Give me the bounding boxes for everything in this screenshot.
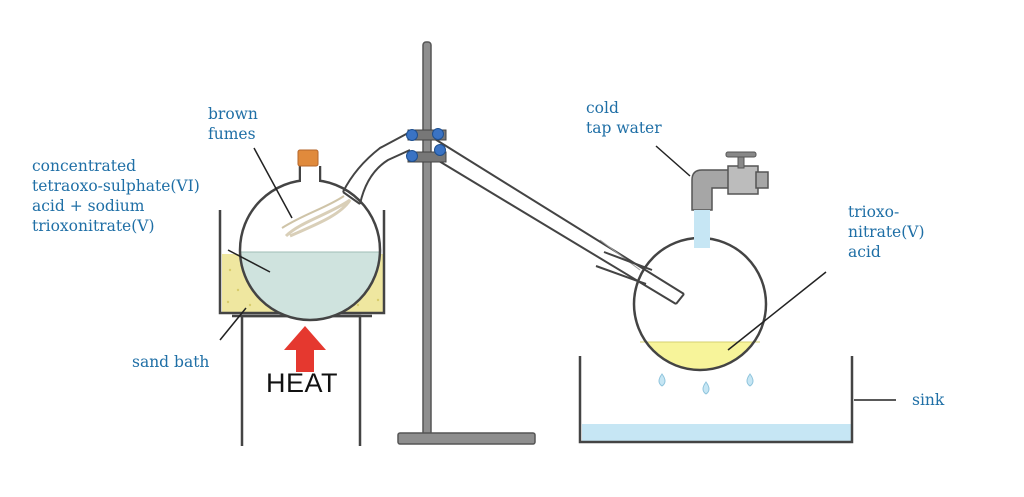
label-brown-fumes-line-2: fumes — [208, 125, 256, 143]
label-sink: sink — [912, 391, 945, 409]
label-product-line-2: nitrate(V) — [848, 223, 925, 241]
label-brown-fumes: brown fumes — [208, 104, 258, 144]
label-cold-tap-water-line-2: tap water — [586, 119, 662, 137]
leader-lines — [219, 145, 896, 401]
label-reactants-line-2: tetraoxo-sulphate(VI) — [32, 177, 200, 195]
water-drops — [658, 373, 754, 395]
water-stream — [694, 210, 710, 248]
retort-stand — [397, 41, 536, 445]
delivery-tube — [342, 131, 685, 305]
sink — [578, 356, 854, 444]
label-cold-tap-water: cold tap water — [586, 98, 662, 138]
label-sand-bath: sand bath — [132, 353, 210, 371]
reaction-flask — [238, 149, 382, 322]
label-brown-fumes-line-1: brown — [208, 105, 258, 123]
label-product-line-1: trioxo- — [848, 203, 900, 221]
label-product: trioxo- nitrate(V) acid — [848, 202, 925, 262]
water-tap — [691, 151, 769, 211]
label-cold-tap-water-line-1: cold — [586, 99, 619, 117]
label-reactants-line-1: concentrated — [32, 157, 137, 175]
receiving-flask — [595, 236, 768, 372]
label-reactants-line-3: acid + sodium — [32, 197, 145, 215]
label-heat: HEAT — [266, 368, 339, 398]
label-reactants-line-4: trioxonitrate(V) — [32, 217, 155, 235]
label-product-line-3: acid — [848, 243, 881, 261]
heat-arrow — [284, 326, 326, 372]
clamp-knobs — [406, 128, 446, 162]
label-reactants: concentrated tetraoxo-sulphate(VI) acid … — [32, 156, 200, 236]
